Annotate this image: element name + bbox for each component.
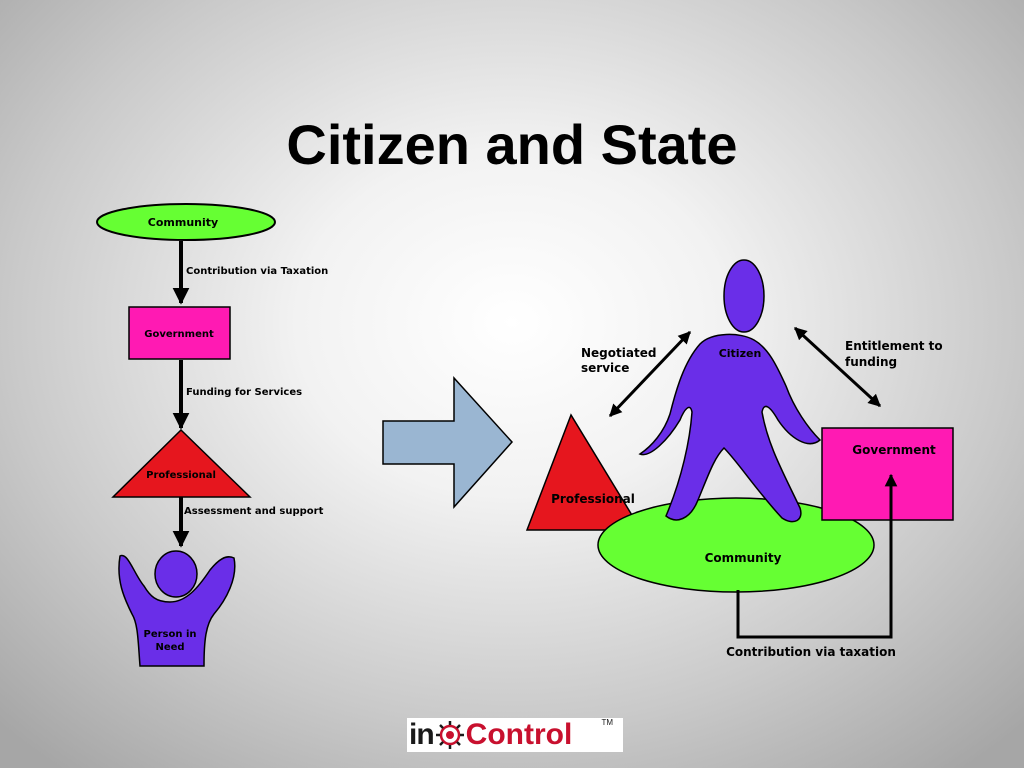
transition-arrow: [382, 376, 514, 509]
logo-text-in: in: [409, 718, 435, 751]
left-flow: Community Contribution via Taxation Gove…: [96, 203, 328, 667]
left-tax-label: Contribution via Taxation: [186, 266, 328, 277]
negotiated-service-arrow: [608, 330, 692, 418]
incontrol-logo: in Control TM: [407, 718, 623, 752]
entitlement-label-2: funding: [845, 355, 897, 369]
right-government-box: [821, 427, 954, 521]
entitlement-arrow: [793, 326, 882, 408]
left-community-ellipse: [96, 203, 276, 241]
left-professional-label: Professional: [146, 470, 216, 481]
person-in-need-label-1: Person in: [143, 629, 196, 640]
left-funding-label: Funding for Services: [186, 387, 302, 398]
person-in-need-label-2: Need: [155, 642, 184, 653]
right-community-ellipse: [597, 497, 875, 593]
left-assessment-label: Assessment and support: [184, 506, 324, 517]
left-government-box: [128, 306, 231, 360]
right-taxation-label: Contribution via taxation: [726, 645, 896, 659]
logo-trademark: TM: [601, 718, 613, 727]
logo-text-control: Control: [465, 718, 573, 751]
citizen-figure: [638, 259, 822, 523]
citizen-label: Citizen: [719, 347, 762, 360]
left-community-label: Community: [148, 216, 218, 229]
right-government-label: Government: [852, 443, 936, 457]
negotiated-label-2: service: [581, 361, 629, 375]
right-model: Citizen Negotiated service Entitlement t…: [525, 259, 954, 659]
negotiated-label-1: Negotiated: [581, 346, 656, 360]
right-professional-label: Professional: [551, 492, 635, 506]
taxation-loop-arrow: [736, 473, 898, 639]
left-government-label: Government: [144, 329, 214, 340]
entitlement-label-1: Entitlement to: [845, 339, 943, 353]
right-professional-triangle: [525, 413, 643, 531]
right-community-label: Community: [705, 551, 782, 565]
person-in-need-figure: [118, 550, 236, 667]
slide-title: Citizen and State: [286, 113, 738, 176]
left-professional-triangle: [111, 428, 252, 498]
logo-gear-icon: [435, 721, 464, 749]
